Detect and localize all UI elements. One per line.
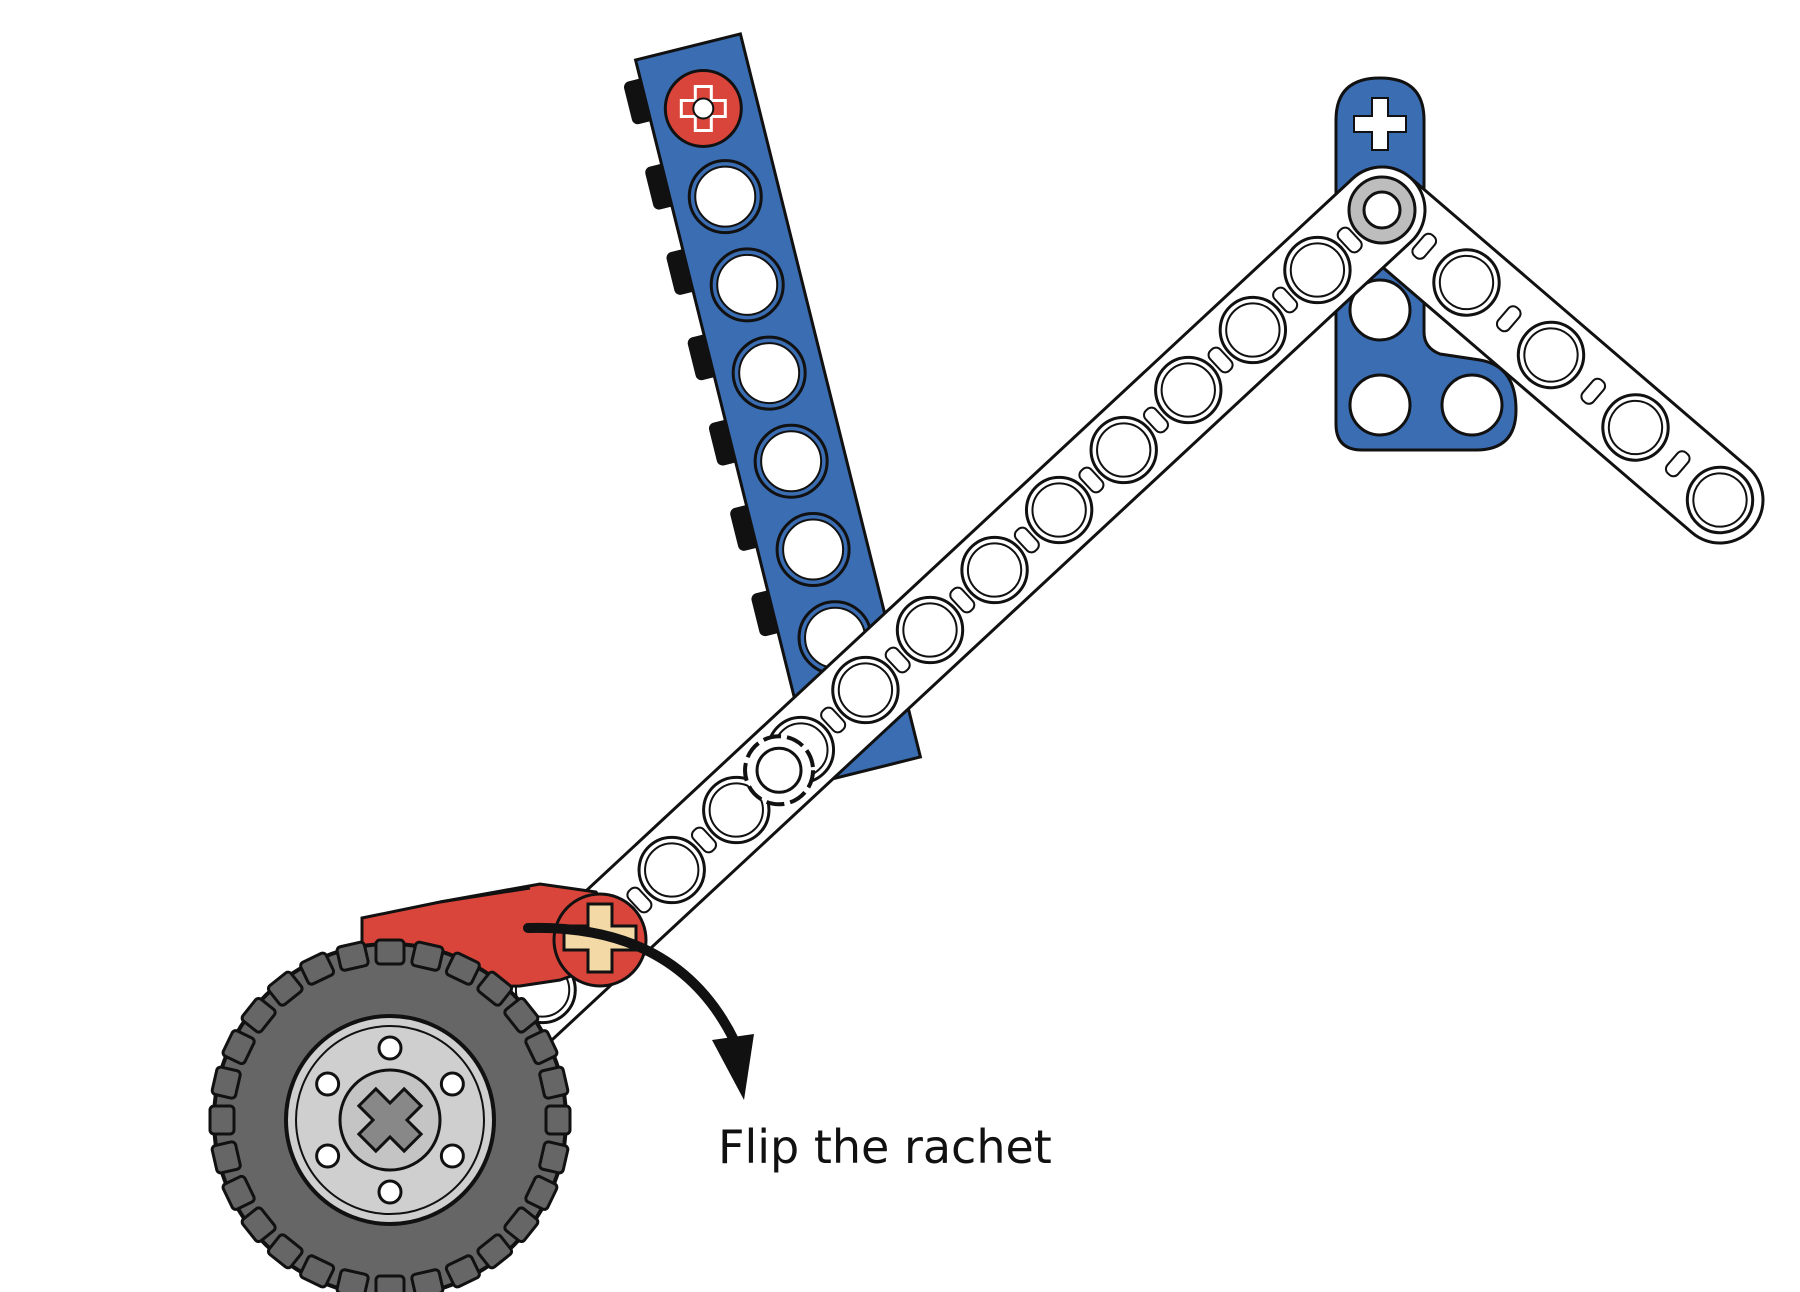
long-beam-group [433, 165, 1427, 1095]
blue-technic-brick [633, 32, 923, 785]
long-beam-hole [837, 662, 894, 718]
cross-axle-icon [1353, 97, 1407, 151]
long-beam-hole-bridge [1272, 286, 1299, 314]
tire-tread [476, 1233, 514, 1270]
tire-tread [544, 1104, 572, 1136]
tire-tread [444, 951, 481, 986]
long-beam-hole-bridge [1207, 346, 1234, 374]
tire-tread [503, 996, 540, 1034]
long-beam-hole-bridge [690, 826, 718, 854]
short-beam-hole [1438, 254, 1495, 311]
wheel-hub-hole [377, 1035, 403, 1061]
tire-tread [210, 1140, 242, 1175]
long-beam-hole [1160, 362, 1216, 418]
tire-tread [266, 970, 304, 1007]
short-beam-hole [1523, 327, 1579, 383]
long-beam-hole-bridge [949, 586, 976, 614]
tire-tread [335, 1268, 370, 1292]
tire-tread [444, 1254, 481, 1289]
tire-tread [240, 1206, 277, 1244]
tire-tread [299, 1254, 336, 1289]
l-beam-hole [1440, 373, 1504, 437]
long-beam-hole-bridge [884, 646, 911, 674]
curved-arrow-icon [523, 922, 754, 1100]
long-beam-hole [1031, 482, 1087, 538]
long-beam-hole-bridge [626, 886, 653, 914]
arrow-head [712, 1034, 754, 1100]
short-beam-hole-bridge [1664, 450, 1691, 478]
tire-tread [299, 951, 336, 986]
long-beam-hole-bridge [1142, 406, 1170, 434]
wheel-hub-rim [295, 1025, 485, 1215]
long-beam-hole [644, 842, 700, 898]
wheel-assembly [208, 938, 572, 1292]
blue-brick-hole [760, 430, 823, 493]
blue-brick-hole [694, 165, 757, 228]
cross-axle-icon [356, 1086, 424, 1154]
flip-ratchet-caption: Flip the rachet [718, 1120, 1052, 1174]
long-beam-hole [1225, 302, 1281, 358]
tire-tread [410, 1268, 445, 1292]
long-beam-hole-bridge [1078, 466, 1105, 494]
tire-tread [524, 1029, 559, 1066]
wheel-hub-hole [439, 1143, 465, 1169]
blue-brick-hole [716, 253, 779, 316]
tire-tread [410, 940, 445, 972]
tire-tread [208, 1104, 236, 1136]
tire-tread [374, 1274, 406, 1292]
l-beam-hole [1348, 373, 1412, 437]
tire-tread [524, 1174, 559, 1211]
tire-tread [240, 996, 277, 1034]
blue-brick-hole [738, 342, 801, 405]
tire-tread [374, 938, 406, 966]
long-beam-hole [1289, 242, 1346, 298]
short-beam-hole [1692, 472, 1748, 528]
tire-tread [476, 970, 514, 1007]
tire-tread [210, 1065, 242, 1100]
short-beam-hole-bridge [1411, 232, 1438, 260]
l-beam-hole [1348, 278, 1412, 342]
tire-tread [266, 1233, 304, 1270]
red-pin-hole [692, 97, 715, 120]
short-beam-hole-bridge [1580, 377, 1607, 405]
tire-tread [221, 1029, 256, 1066]
tire-tread [538, 1065, 570, 1100]
short-beam-hole [1607, 399, 1664, 456]
tire-tread [503, 1206, 540, 1244]
long-beam-hole-bridge [820, 706, 847, 734]
long-beam-hole [1096, 422, 1152, 478]
arrow-shaft [523, 922, 740, 1047]
long-white-beam [433, 165, 1427, 1095]
short-beam-hole-bridge [1495, 305, 1522, 333]
red-connector-edge [439, 886, 531, 904]
tire-tread [538, 1140, 570, 1175]
wheel-hub-hole [315, 1143, 341, 1169]
long-beam-hole-bridge [1013, 526, 1040, 554]
tire-tread [221, 1174, 256, 1211]
connector-pins [663, 68, 1417, 807]
tire-tread [335, 940, 370, 972]
gray-pin-hole [1362, 190, 1402, 230]
wheel-hub-hole [315, 1071, 341, 1097]
blue-brick-hole [782, 518, 845, 581]
long-beam-hole [966, 542, 1023, 598]
wheel-hub-hole [377, 1179, 403, 1205]
long-beam-hole [902, 602, 958, 658]
wheel-hub-hole [439, 1071, 465, 1097]
long-beam-hole-bridge [1336, 226, 1363, 254]
black-pin-hole [755, 746, 803, 794]
